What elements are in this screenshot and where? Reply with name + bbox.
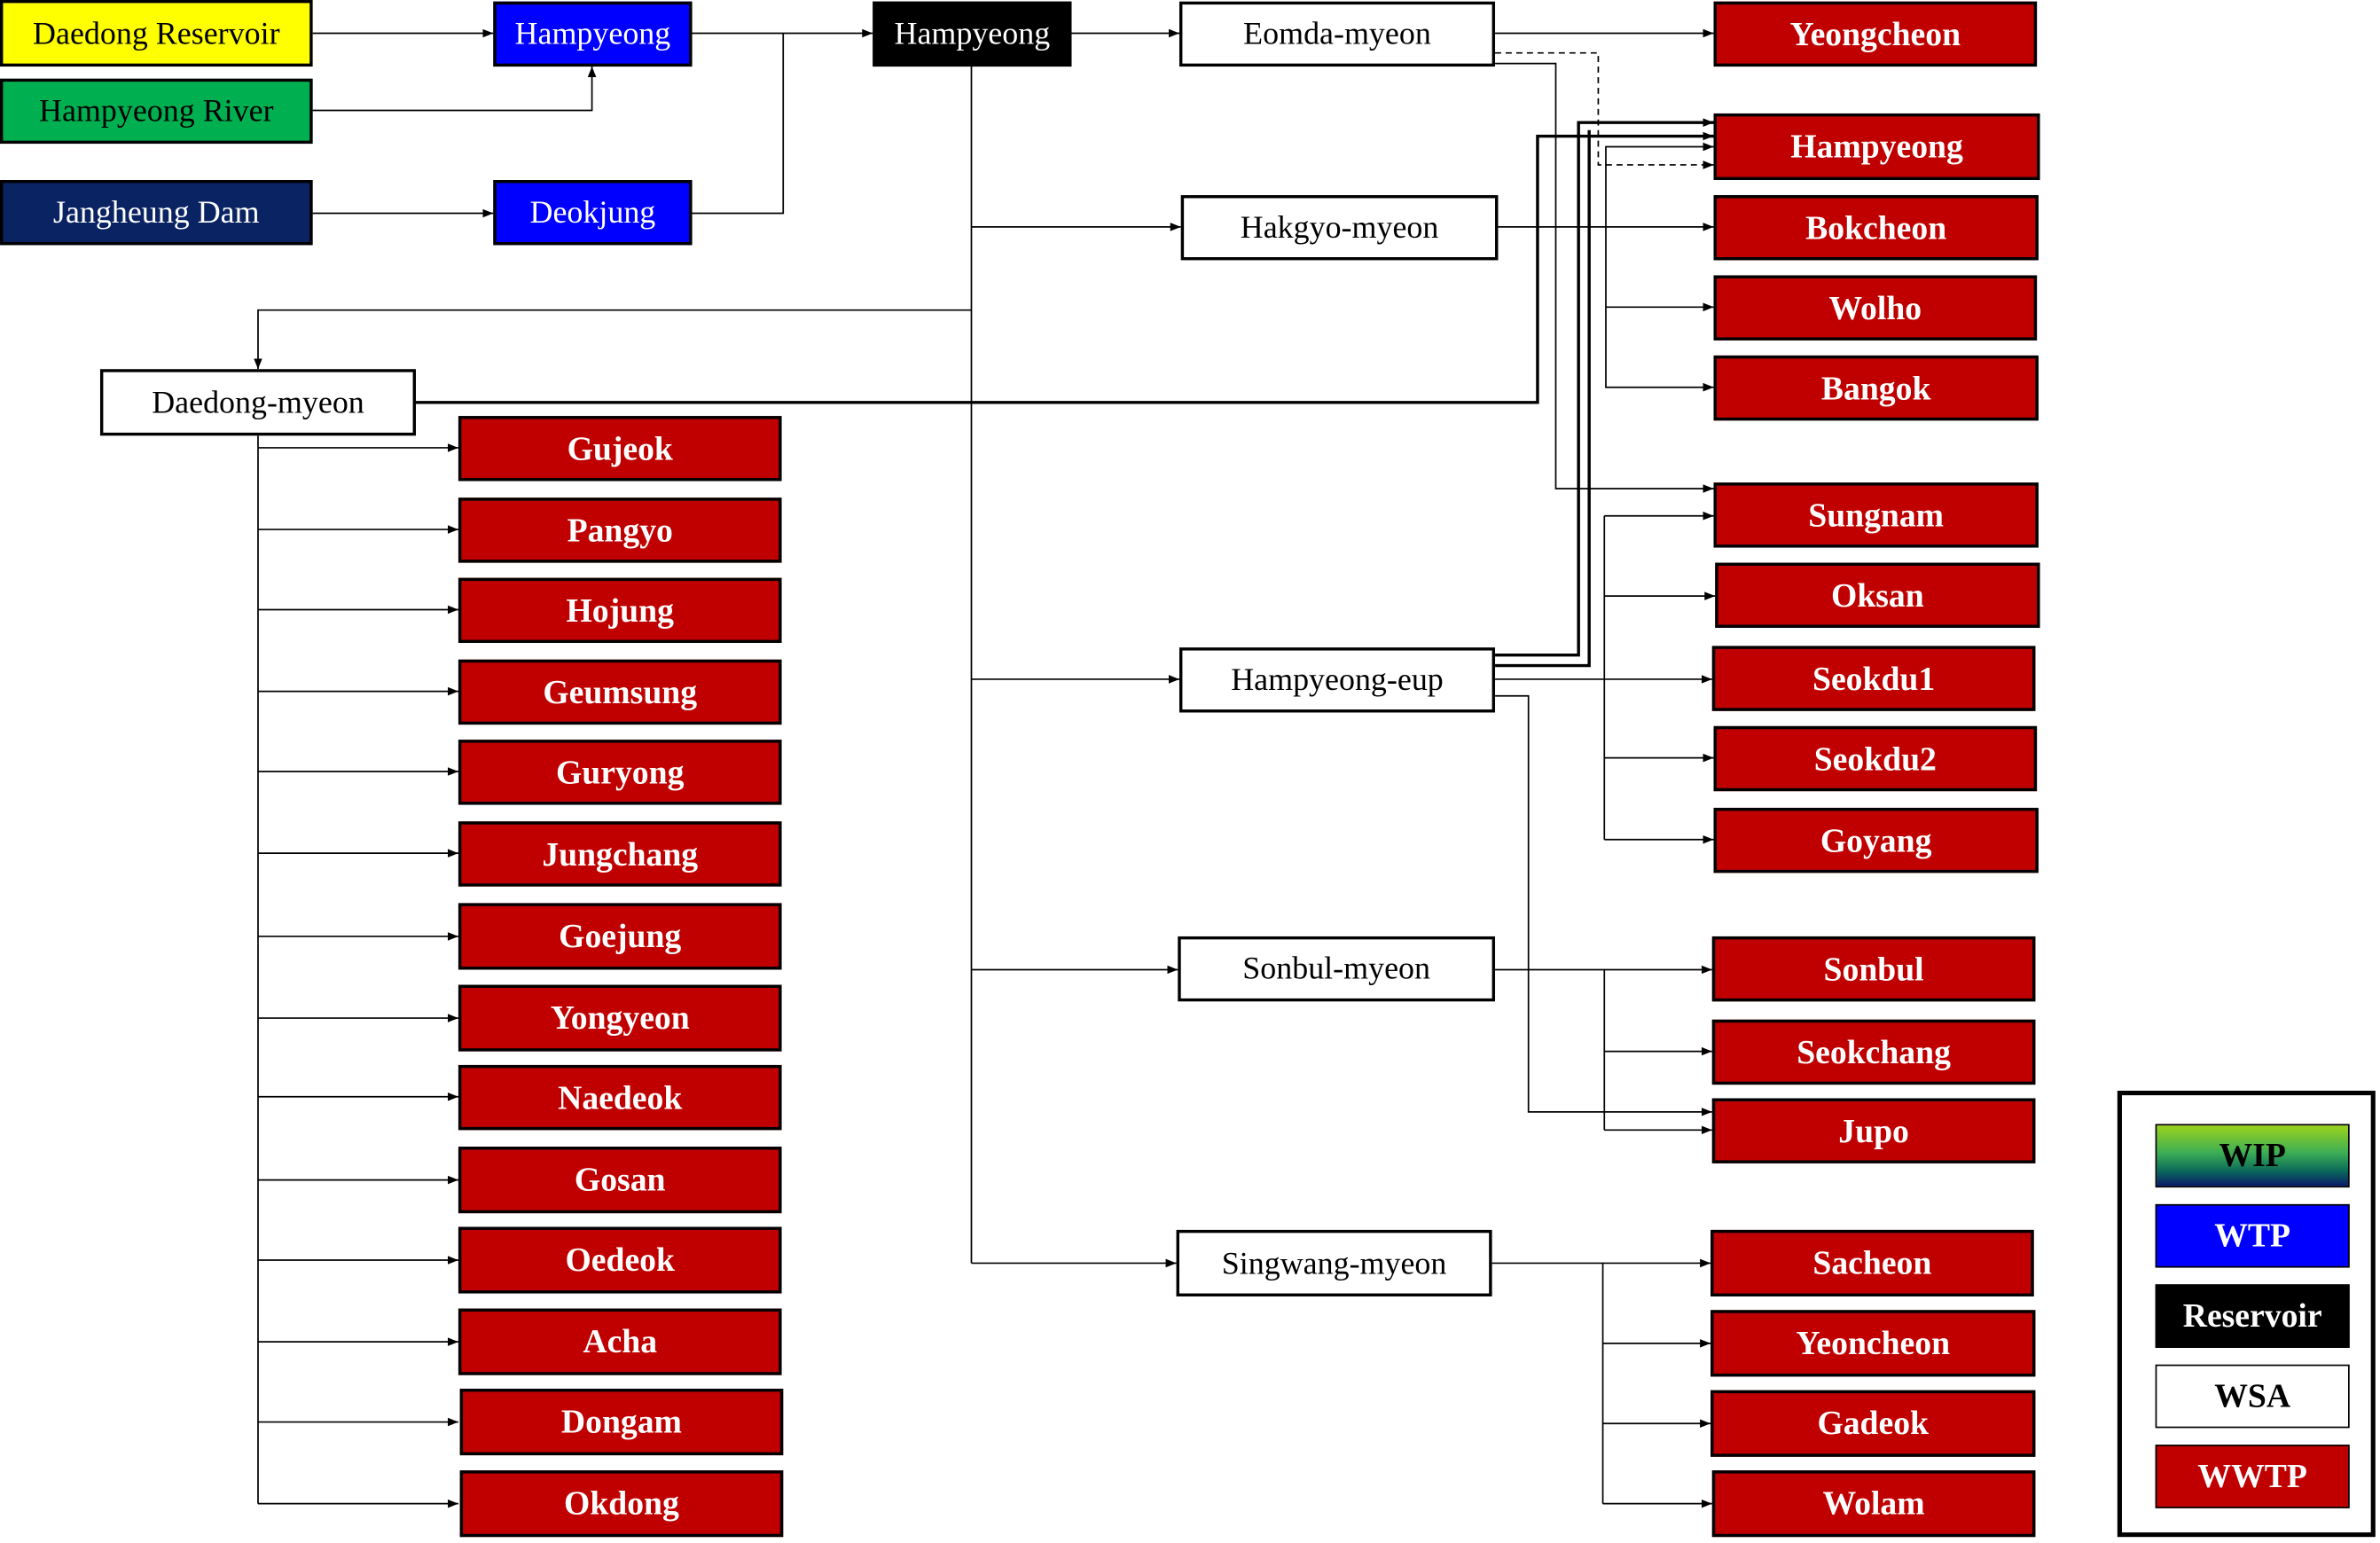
source-daedong-reservoir: Daedong Reservoir [0, 0, 313, 67]
reservoir-hampyeong: Hampyeong [873, 1, 1072, 67]
wwtp-seokchang: Seokchang [1711, 1019, 2036, 1085]
wwtp-oksan: Oksan [1715, 562, 2040, 628]
wwtp-sonbul: Sonbul [1711, 936, 2036, 1002]
wtp-deokjung: Deokjung [493, 180, 693, 246]
wwtp-bokcheon: Bokcheon [1713, 195, 2039, 261]
edge-hampyeong-eup-to-hampyeong-wwtp-b [1495, 129, 1591, 668]
wwtp-hampyeong: Hampyeong [1713, 113, 2040, 181]
wwtp-yeongcheon: Yeongcheon [1713, 1, 2038, 67]
legend-wtp: WTP [2155, 1203, 2350, 1268]
wwtp-dongam: Dongam [459, 1389, 784, 1456]
wwtp-guryong: Guryong [458, 740, 782, 805]
edge-hakgyo-to-hampyeong [1605, 142, 1714, 227]
wwtp-yeoncheon: Yeoncheon [1711, 1310, 2036, 1377]
wwtp-pangyo: Pangyo [458, 497, 782, 563]
wwtp-oedeok: Oedeok [458, 1226, 782, 1294]
wwtp-wolam: Wolam [1711, 1470, 2036, 1538]
wwtp-okdong: Okdong [459, 1470, 784, 1538]
edge-hampyeong-river-to-wtp-hampyeong [312, 67, 597, 112]
wwtp-goyang: Goyang [1713, 807, 2039, 873]
wsa-hampyeong-eup: Hampyeong-eup [1178, 647, 1496, 713]
daedong-branches [257, 443, 458, 1508]
edge-hampyeong-eup-to-hampyeong-wwtp-a [1495, 118, 1714, 657]
wwtp-jupo: Jupo [1711, 1098, 2036, 1163]
wsa-eomda-myeon: Eomda-myeon [1178, 1, 1496, 67]
edge-eomda-dashed-hampyeong [1495, 51, 1714, 169]
source-hampyeong-river: Hampyeong River [0, 78, 313, 145]
edge-daedong-to-hampyeong-wwtp [416, 131, 1714, 404]
edge-hampyeong-eup-to-jupo [1495, 694, 1712, 1116]
wwtp-gujeok: Gujeok [458, 416, 782, 482]
edge-wtp-deokjung-to-reservoir [692, 33, 785, 215]
edge-reservoir-to-daedong [254, 309, 972, 370]
wwtp-gosan: Gosan [458, 1147, 782, 1214]
wwtp-gadeok: Gadeok [1711, 1390, 2036, 1457]
wsa-daedong-myeon: Daedong-myeon [99, 369, 417, 436]
legend: WIP WTP Reservoir WSA WWTP [2117, 1090, 2376, 1538]
edge-hakgyo-to-wolho-bangok [1605, 226, 1714, 392]
source-jangheung-dam: Jangheung Dam [0, 180, 313, 246]
wwtp-yongyeon: Yongyeon [458, 984, 782, 1052]
wwtp-goejung: Goejung [458, 903, 782, 970]
wwtp-seokdu1: Seokdu1 [1711, 646, 2036, 711]
wwtp-jungchang: Jungchang [458, 821, 782, 887]
edge-eomda-to-sungnam [1495, 62, 1714, 493]
legend-wip: WIP [2155, 1124, 2350, 1188]
wwtp-sungnam: Sungnam [1713, 482, 2039, 548]
wwtp-hojung: Hojung [458, 577, 782, 644]
wsa-hakgyo-myeon: Hakgyo-myeon [1180, 195, 1499, 261]
legend-reservoir: Reservoir [2155, 1284, 2350, 1348]
wsa-singwang-myeon: Singwang-myeon [1176, 1229, 1492, 1296]
wtp-hampyeong: Hampyeong [493, 1, 693, 67]
wwtp-sacheon: Sacheon [1711, 1229, 2034, 1296]
legend-wsa: WSA [2155, 1364, 2350, 1429]
wwtp-seokdu2: Seokdu2 [1713, 725, 2038, 792]
legend-wwtp: WWTP [2155, 1445, 2350, 1508]
wwtp-geumsung: Geumsung [458, 659, 782, 725]
wwtp-bangok: Bangok [1713, 355, 2039, 421]
wwtp-wolho: Wolho [1713, 275, 2038, 341]
wsa-sonbul-myeon: Sonbul-myeon [1178, 936, 1496, 1002]
wwtp-naedeok: Naedeok [458, 1064, 782, 1131]
wwtp-acha: Acha [458, 1308, 782, 1375]
